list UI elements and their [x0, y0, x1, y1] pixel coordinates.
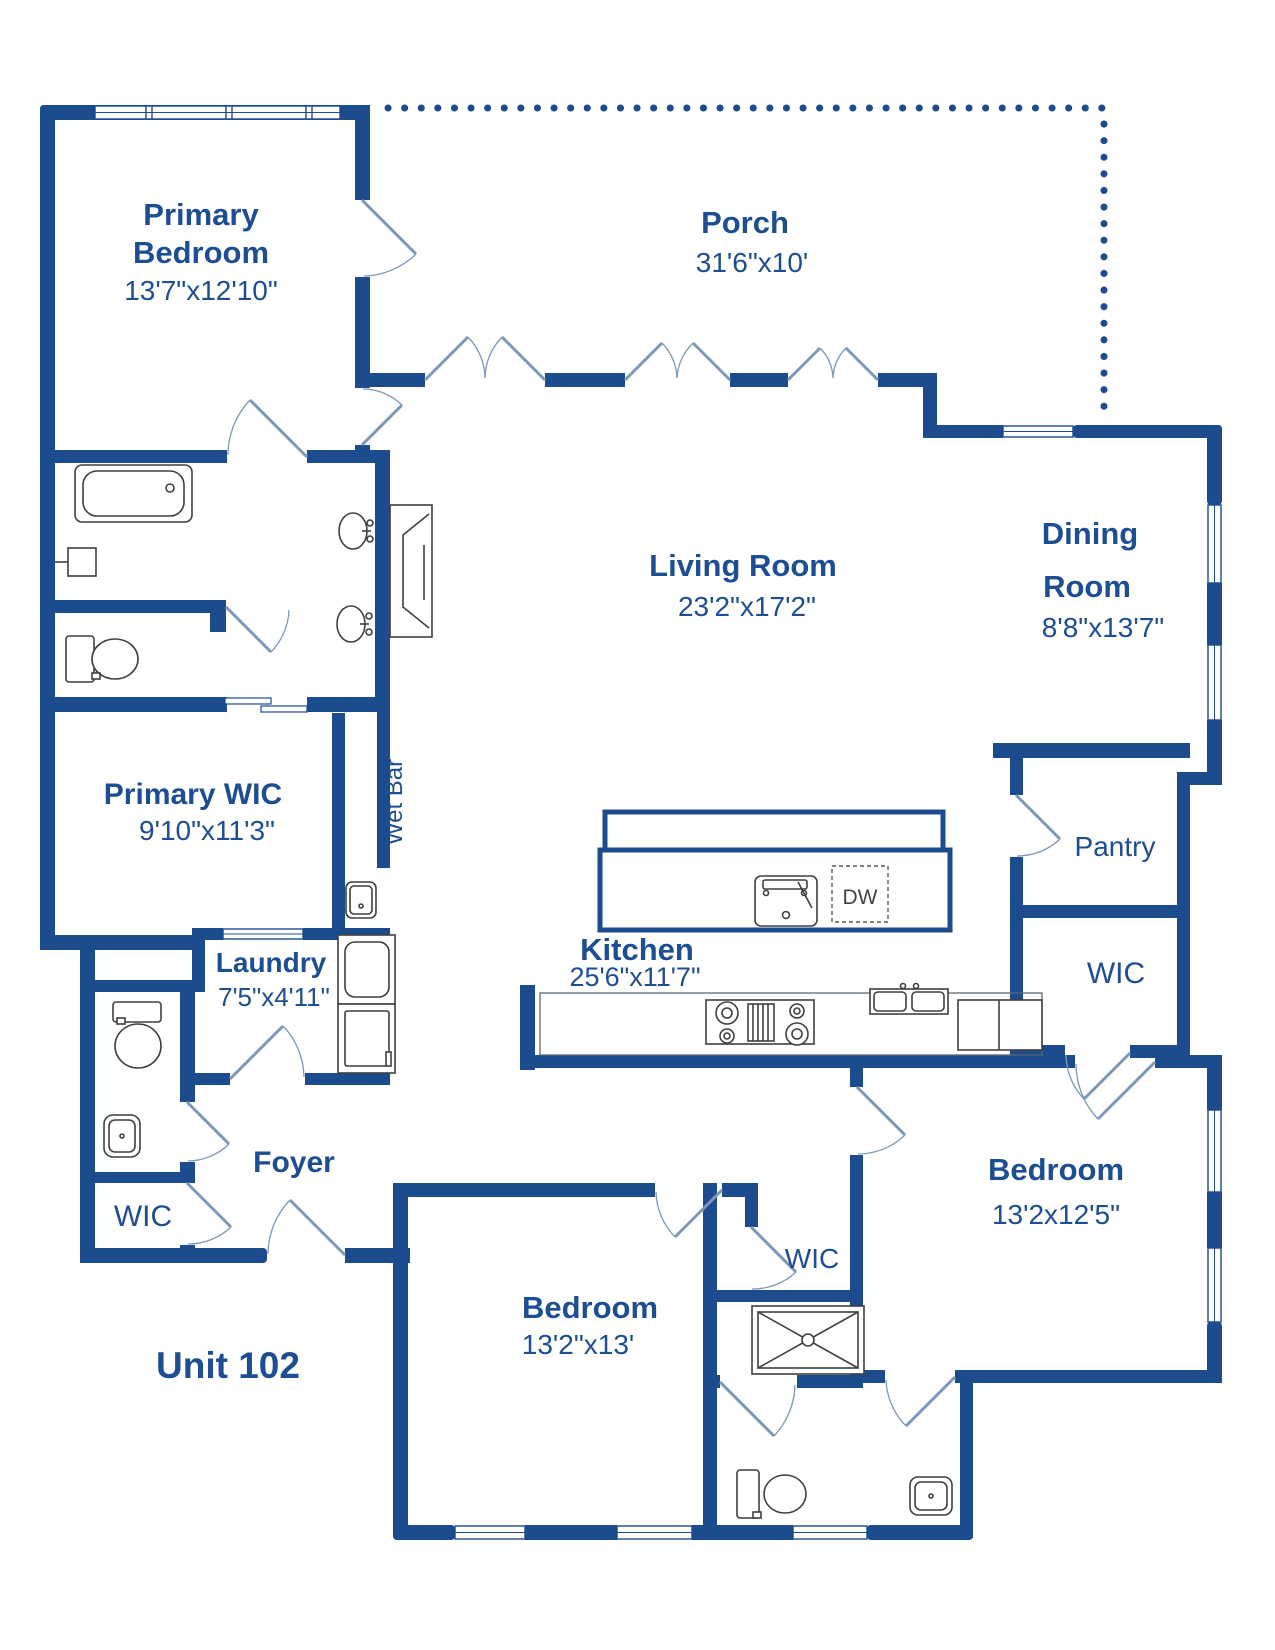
bedroom-bottom-name: Bedroom — [522, 1290, 658, 1325]
door-center-wic — [749, 1225, 798, 1290]
window-bedroom-bottom-1 — [454, 1525, 526, 1540]
primary-bedroom-name-line2: Bedroom — [133, 235, 269, 270]
door-bottom-bedroom — [655, 1188, 724, 1239]
door-primary-bedroom-porch — [360, 198, 418, 277]
bedroom-right-name: Bedroom — [988, 1152, 1124, 1187]
door-pantry — [1014, 793, 1062, 857]
walls — [40, 105, 1222, 1540]
vanity-sink-1 — [338, 512, 374, 550]
window-dining-right-1 — [1207, 504, 1222, 584]
cooktop — [705, 999, 815, 1046]
label-bedroom-right: Bedroom 13'2x12'5" — [988, 1152, 1124, 1230]
shower-bottom-bath — [751, 1305, 865, 1375]
primary-bedroom-name-line1: Primary — [143, 197, 259, 232]
label-primary-wic: Primary WIC 9'10"x11'3" — [104, 778, 282, 846]
label-living-room: Living Room 23'2"x17'2" — [649, 548, 837, 622]
window-primary-bedroom-top — [94, 105, 341, 120]
label-foyer: Foyer — [253, 1146, 335, 1179]
living-room-name: Living Room — [649, 548, 837, 583]
window-bedroom-right-1 — [1207, 1109, 1222, 1193]
doors — [185, 198, 1157, 1438]
kitchen-name: Kitchen — [580, 932, 694, 967]
door-bottom-bathroom-bedroom — [885, 1375, 957, 1428]
sliding-door-primary-wic — [224, 697, 308, 713]
sink-bottom-bath — [909, 1476, 953, 1516]
washer-dryer — [337, 934, 396, 1074]
fixtures — [55, 464, 1043, 1519]
laundry-cased-opening — [222, 928, 304, 940]
label-bedroom-bottom: Bedroom 13'2"x13' — [522, 1290, 658, 1360]
wet-bar-name: Wet Bar — [381, 759, 408, 845]
door-right-wic — [1065, 1051, 1132, 1101]
bedroom-bottom-dims: 13'2"x13' — [522, 1329, 635, 1360]
pantry-name: Pantry — [1075, 831, 1156, 862]
window-bathroom-bottom — [792, 1525, 868, 1540]
sink-hall-bath — [103, 1114, 141, 1158]
toilet-hall-bath — [112, 1001, 162, 1069]
refrigerator — [957, 999, 1043, 1051]
dishwasher — [831, 865, 889, 923]
unit-label: Unit 102 — [156, 1345, 300, 1386]
bathtub — [74, 464, 193, 523]
door-unit-entry — [267, 1198, 347, 1257]
wet-bar-sink — [345, 881, 377, 919]
label-unit: Unit 102 — [156, 1345, 300, 1386]
island-sink — [754, 875, 818, 927]
label-wic-right: WIC — [1087, 957, 1145, 990]
door-bottom-bathroom-hall — [718, 1380, 796, 1438]
label-pantry: Pantry — [1075, 831, 1156, 862]
door-water-closet — [224, 605, 290, 654]
label-laundry: Laundry 7'5"x4'11" — [216, 947, 330, 1012]
kitchen-sink — [869, 982, 949, 1015]
window-dining-right-2 — [1207, 644, 1222, 721]
french-doors-porch — [423, 335, 880, 382]
wic-center-name: WIC — [785, 1243, 839, 1274]
dining-room-name-line1: Dining — [1042, 516, 1138, 551]
label-primary-bedroom: Primary Bedroom 13'7"x12'10" — [124, 197, 278, 306]
dishwasher-label: DW — [843, 886, 878, 909]
door-laundry — [228, 1024, 305, 1081]
fireplace — [389, 504, 433, 638]
laundry-name: Laundry — [216, 947, 327, 978]
label-porch: Porch 31'6"x10' — [696, 205, 809, 278]
primary-wic-dims: 9'10"x11'3" — [139, 815, 275, 846]
room-labels: Primary Bedroom 13'7"x12'10" Porch 31'6"… — [104, 197, 1164, 1386]
window-dining-top — [1002, 425, 1074, 438]
window-bedroom-right-2 — [1207, 1247, 1222, 1323]
label-dining-room: Dining Room 8'8"x13'7" — [1042, 516, 1164, 643]
living-room-dims: 23'2"x17'2" — [678, 591, 816, 622]
door-primary-bedroom-hall — [360, 388, 404, 447]
foyer-name: Foyer — [253, 1146, 335, 1179]
vanity-sink-2 — [336, 605, 373, 643]
porch-boundary-dotted-line — [384, 104, 1108, 419]
wic-left-name: WIC — [114, 1200, 172, 1233]
laundry-dims: 7'5"x4'11" — [218, 982, 330, 1012]
label-kitchen: Kitchen 25'6"x11'7" — [569, 932, 700, 992]
bedroom-right-dims: 13'2x12'5" — [992, 1199, 1120, 1230]
shower-control-niche — [55, 547, 97, 577]
kitchen-dims: 25'6"x11'7" — [569, 962, 700, 992]
label-wet-bar: Wet Bar — [381, 759, 408, 845]
toilet-primary — [65, 635, 139, 683]
window-bedroom-bottom-2 — [616, 1525, 693, 1540]
primary-bedroom-dims: 13'7"x12'10" — [124, 275, 278, 306]
windows — [94, 105, 1222, 1540]
label-wic-center: WIC — [785, 1243, 839, 1274]
porch-name: Porch — [701, 205, 789, 240]
door-primary-bath — [227, 398, 309, 459]
wic-right-name: WIC — [1087, 957, 1145, 990]
dining-room-dims: 8'8"x13'7" — [1042, 612, 1164, 643]
dining-room-name-line2: Room — [1043, 569, 1131, 604]
door-left-wic — [185, 1181, 233, 1245]
door-right-bedroom-top — [1075, 1060, 1157, 1121]
primary-wic-name: Primary WIC — [104, 778, 282, 811]
porch-dims: 31'6"x10' — [696, 247, 809, 278]
door-hall-bathroom — [185, 1100, 231, 1162]
label-wic-left: WIC — [114, 1200, 172, 1233]
door-right-bedroom-left — [855, 1085, 907, 1155]
toilet-bottom-bath — [736, 1469, 807, 1519]
